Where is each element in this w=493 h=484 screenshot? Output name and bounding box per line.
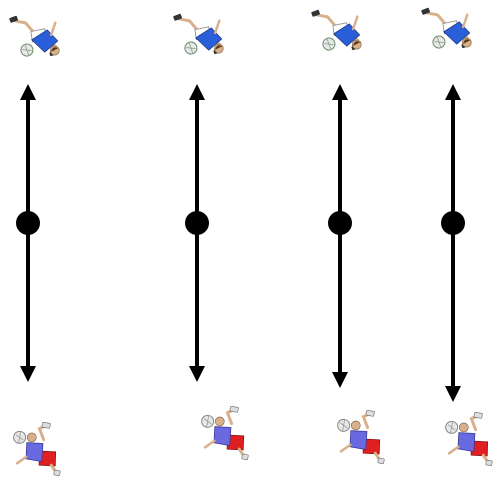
- midpoint-marker-4: [441, 211, 465, 235]
- arrow-3-head-top: [332, 84, 348, 100]
- arrow-2-head-bottom: [189, 366, 205, 382]
- arrow-1-head-top: [20, 84, 36, 100]
- arrow-1-head-bottom: [20, 366, 36, 382]
- lane-3: [309, 0, 394, 466]
- arrow-4-head-bottom: [445, 386, 461, 402]
- arrow-4-head-top: [445, 84, 461, 100]
- bottom-player-1-icon: [6, 416, 70, 478]
- midpoint-marker-2: [185, 211, 209, 235]
- lane-2: [171, 0, 258, 462]
- top-player-3-icon: [309, 0, 370, 62]
- arrow-2-head-top: [189, 84, 205, 100]
- bottom-player-4-icon: [438, 406, 493, 468]
- top-player-2-icon: [171, 0, 232, 66]
- lane-1: [6, 2, 70, 478]
- midpoint-marker-1: [16, 211, 40, 235]
- bottom-player-3-icon: [330, 404, 394, 466]
- top-player-1-icon: [7, 2, 68, 68]
- midpoint-marker-3: [328, 211, 352, 235]
- bottom-player-2-icon: [194, 400, 258, 462]
- lane-4: [419, 0, 493, 468]
- arrow-3-head-bottom: [332, 372, 348, 388]
- lanes: [6, 0, 493, 478]
- top-player-4-icon: [419, 0, 480, 60]
